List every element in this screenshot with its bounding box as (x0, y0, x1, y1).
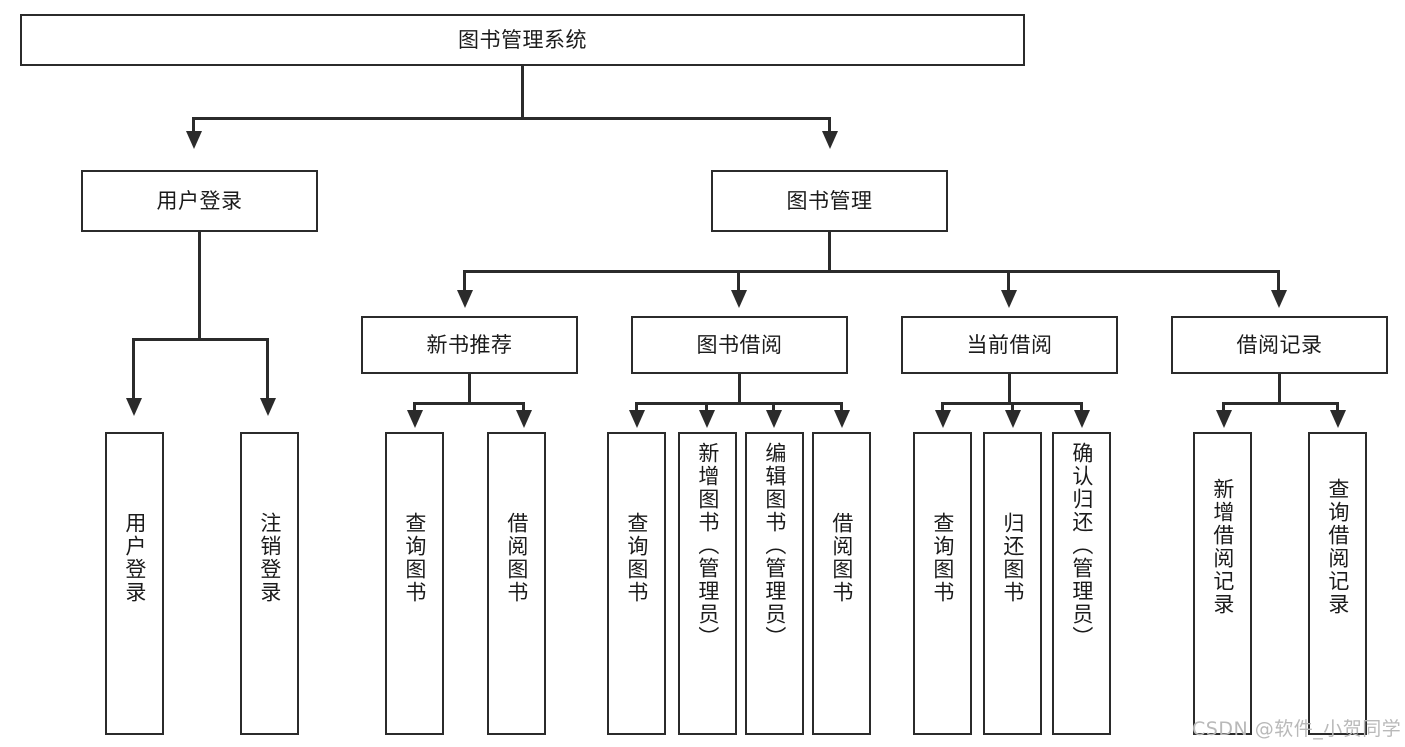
node-label: 图书管理 (786, 188, 873, 213)
edge-book-borrow-stem (738, 374, 741, 404)
node-label: 注销登录 (257, 512, 282, 604)
node-label: 借阅图书 (829, 512, 854, 604)
edge-br-to-leaf1 (1222, 402, 1225, 412)
leaf-br-query-record[interactable]: 查询借阅记录 (1308, 432, 1367, 735)
node-label: 查询图书 (930, 512, 955, 604)
node-label: 查询图书 (624, 512, 649, 604)
node-label: 借阅记录 (1236, 332, 1323, 357)
edge-book-management-stem (828, 232, 831, 272)
leaf-bb-borrow-book[interactable]: 借阅图书 (812, 432, 871, 735)
leaf-cb-confirm-return[interactable]: 确认归还（管理员） (1052, 432, 1111, 735)
edge-nb-to-leaf2 (522, 402, 525, 412)
leaf-br-add-record[interactable]: 新增借阅记录 (1193, 432, 1252, 735)
node-label: 归还图书 (1000, 512, 1025, 604)
edge-root-to-book-management (828, 117, 831, 133)
node-book-management[interactable]: 图书管理 (711, 170, 948, 232)
edge-new-book-stem (468, 374, 471, 404)
node-book-borrow[interactable]: 图书借阅 (631, 316, 848, 374)
node-label: 确认归还（管理员） (1069, 442, 1094, 649)
edge-book-management-bus (463, 270, 1280, 273)
arrow-to-cb-query-book (935, 410, 951, 428)
node-root-book-management-system[interactable]: 图书管理系统 (20, 14, 1025, 66)
arrow-to-br-query-record (1330, 410, 1346, 428)
edge-root-to-user-login (192, 117, 195, 133)
node-borrow-record[interactable]: 借阅记录 (1171, 316, 1388, 374)
leaf-nb-query-book[interactable]: 查询图书 (385, 432, 444, 735)
edge-br-to-leaf2 (1336, 402, 1339, 412)
csdn-watermark: CSDN @软件_小贺同学 (1192, 718, 1402, 740)
arrow-to-book-borrow (731, 290, 747, 308)
arrow-to-borrow-record (1271, 290, 1287, 308)
edge-cb-to-leaf1 (941, 402, 944, 412)
arrow-to-nb-borrow-book (516, 410, 532, 428)
node-label: 新增借阅记录 (1210, 478, 1235, 616)
edge-cb-to-leaf3 (1080, 402, 1083, 412)
leaf-bb-edit-book[interactable]: 编辑图书（管理员） (745, 432, 804, 735)
arrow-to-user-login (186, 131, 202, 149)
edge-cb-to-leaf2 (1011, 402, 1014, 412)
arrow-to-nb-query-book (407, 410, 423, 428)
arrow-to-user-login-leaf (126, 398, 142, 416)
node-label: 用户登录 (156, 188, 243, 213)
node-label: 查询借阅记录 (1325, 478, 1350, 616)
leaf-logout-login[interactable]: 注销登录 (240, 432, 299, 735)
arrow-to-br-add-record (1216, 410, 1232, 428)
edge-bb-to-leaf4 (840, 402, 843, 412)
leaf-bb-query-book[interactable]: 查询图书 (607, 432, 666, 735)
arrow-to-bb-borrow-book (834, 410, 850, 428)
leaf-cb-query-book[interactable]: 查询图书 (913, 432, 972, 735)
node-label: 新书推荐 (426, 332, 513, 357)
edge-root-bus (192, 117, 830, 120)
leaf-cb-return-book[interactable]: 归还图书 (983, 432, 1042, 735)
arrow-to-book-management (822, 131, 838, 149)
edge-borrow-record-stem (1278, 374, 1281, 404)
node-label: 编辑图书（管理员） (762, 442, 787, 649)
node-label: 新增图书（管理员） (695, 442, 720, 649)
edge-bb-to-leaf2 (705, 402, 708, 412)
arrow-to-current-borrow (1001, 290, 1017, 308)
arrow-to-logout-leaf (260, 398, 276, 416)
edge-user-login-to-leaf1 (132, 338, 135, 400)
edge-nb-to-leaf1 (413, 402, 416, 412)
node-new-book-recommend[interactable]: 新书推荐 (361, 316, 578, 374)
edge-bm-to-borrow-record (1277, 270, 1280, 292)
edge-bm-to-book-borrow (737, 270, 740, 292)
leaf-user-login[interactable]: 用户登录 (105, 432, 164, 735)
node-user-login[interactable]: 用户登录 (81, 170, 318, 232)
edge-bm-to-new-book (463, 270, 466, 292)
leaf-bb-add-book[interactable]: 新增图书（管理员） (678, 432, 737, 735)
edge-bm-to-current-borrow (1007, 270, 1010, 292)
node-label: 图书借阅 (696, 332, 783, 357)
edge-current-borrow-stem (1008, 374, 1011, 404)
arrow-to-cb-confirm-return (1074, 410, 1090, 428)
node-label: 当前借阅 (966, 332, 1053, 357)
edge-user-login-to-leaf2 (266, 338, 269, 400)
edge-user-login-bus (132, 338, 268, 341)
edge-new-book-bus (413, 402, 525, 405)
arrow-to-new-book-recommend (457, 290, 473, 308)
arrow-to-bb-query-book (629, 410, 645, 428)
node-current-borrow[interactable]: 当前借阅 (901, 316, 1118, 374)
edge-bb-to-leaf3 (772, 402, 775, 412)
arrow-to-bb-edit-book (766, 410, 782, 428)
node-label: 图书管理系统 (458, 27, 587, 52)
edge-book-borrow-bus (635, 402, 843, 405)
edge-borrow-record-bus (1222, 402, 1339, 405)
node-label: 借阅图书 (504, 512, 529, 604)
edge-user-login-stem (198, 232, 201, 340)
node-label: 用户登录 (122, 512, 147, 604)
edge-root-stem (521, 66, 524, 118)
leaf-nb-borrow-book[interactable]: 借阅图书 (487, 432, 546, 735)
arrow-to-cb-return-book (1005, 410, 1021, 428)
arrow-to-bb-add-book (699, 410, 715, 428)
node-label: 查询图书 (402, 512, 427, 604)
edge-bb-to-leaf1 (635, 402, 638, 412)
